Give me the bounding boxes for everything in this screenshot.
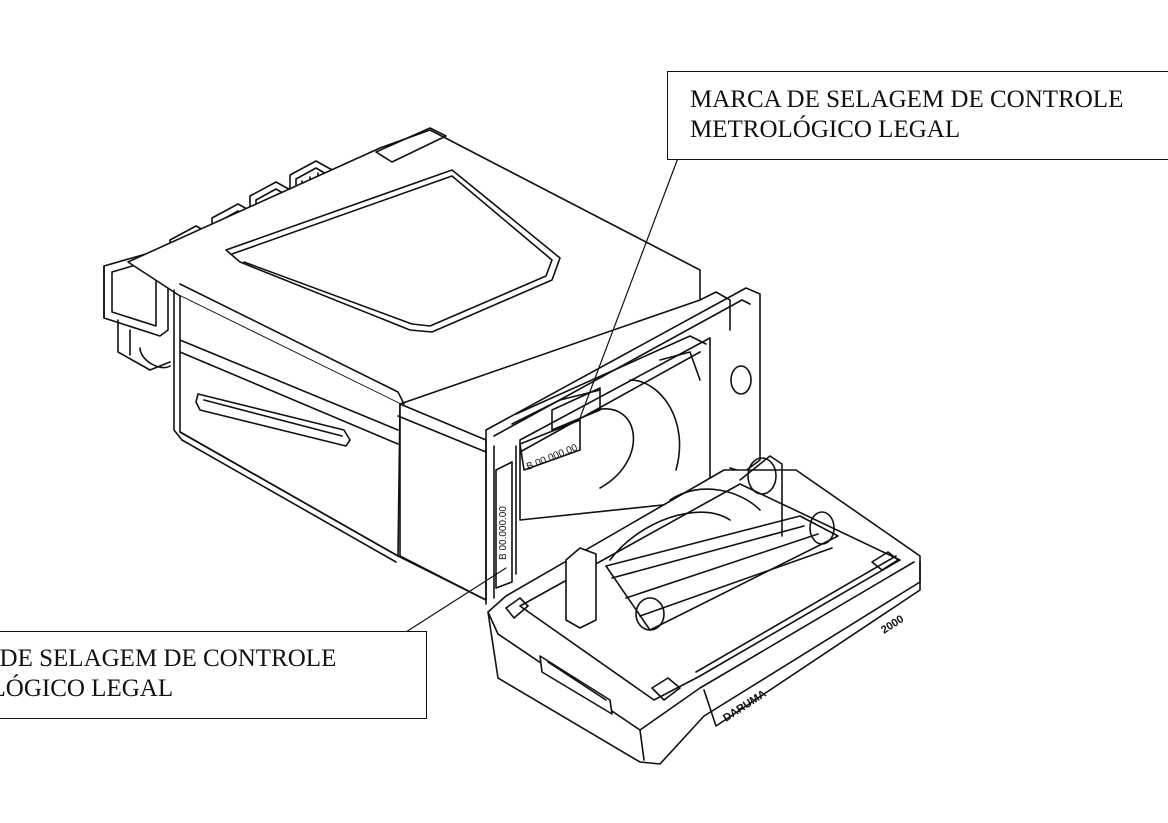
mounting-hole <box>730 365 752 395</box>
model-plate: 2000 <box>879 613 906 636</box>
callout-top-line1: MARCA DE SELAGEM DE CONTROLE <box>690 86 1124 113</box>
printer-body <box>127 127 701 601</box>
callout-seal-mark-bottom: MARCA DE SELAGEM DE CONTROLE METROLÓGICO… <box>0 631 427 719</box>
front-bezel <box>485 287 761 605</box>
leader-line-top <box>579 157 679 419</box>
roll-hub <box>747 457 777 495</box>
leader-line-bottom <box>405 567 507 633</box>
callout-bottom-line2: METROLÓGICO LEGAL <box>0 675 174 702</box>
leader-lines <box>405 157 679 633</box>
serial-mark-side: B 00.000.00 <box>498 506 509 560</box>
callout-seal-mark-top: MARCA DE SELAGEM DE CONTROLE METROLÓGICO… <box>667 71 1168 160</box>
paper-door <box>487 455 921 765</box>
callout-top-line2: METROLÓGICO LEGAL <box>690 116 961 143</box>
callout-bottom-line1: MARCA DE SELAGEM DE CONTROLE <box>0 645 337 672</box>
